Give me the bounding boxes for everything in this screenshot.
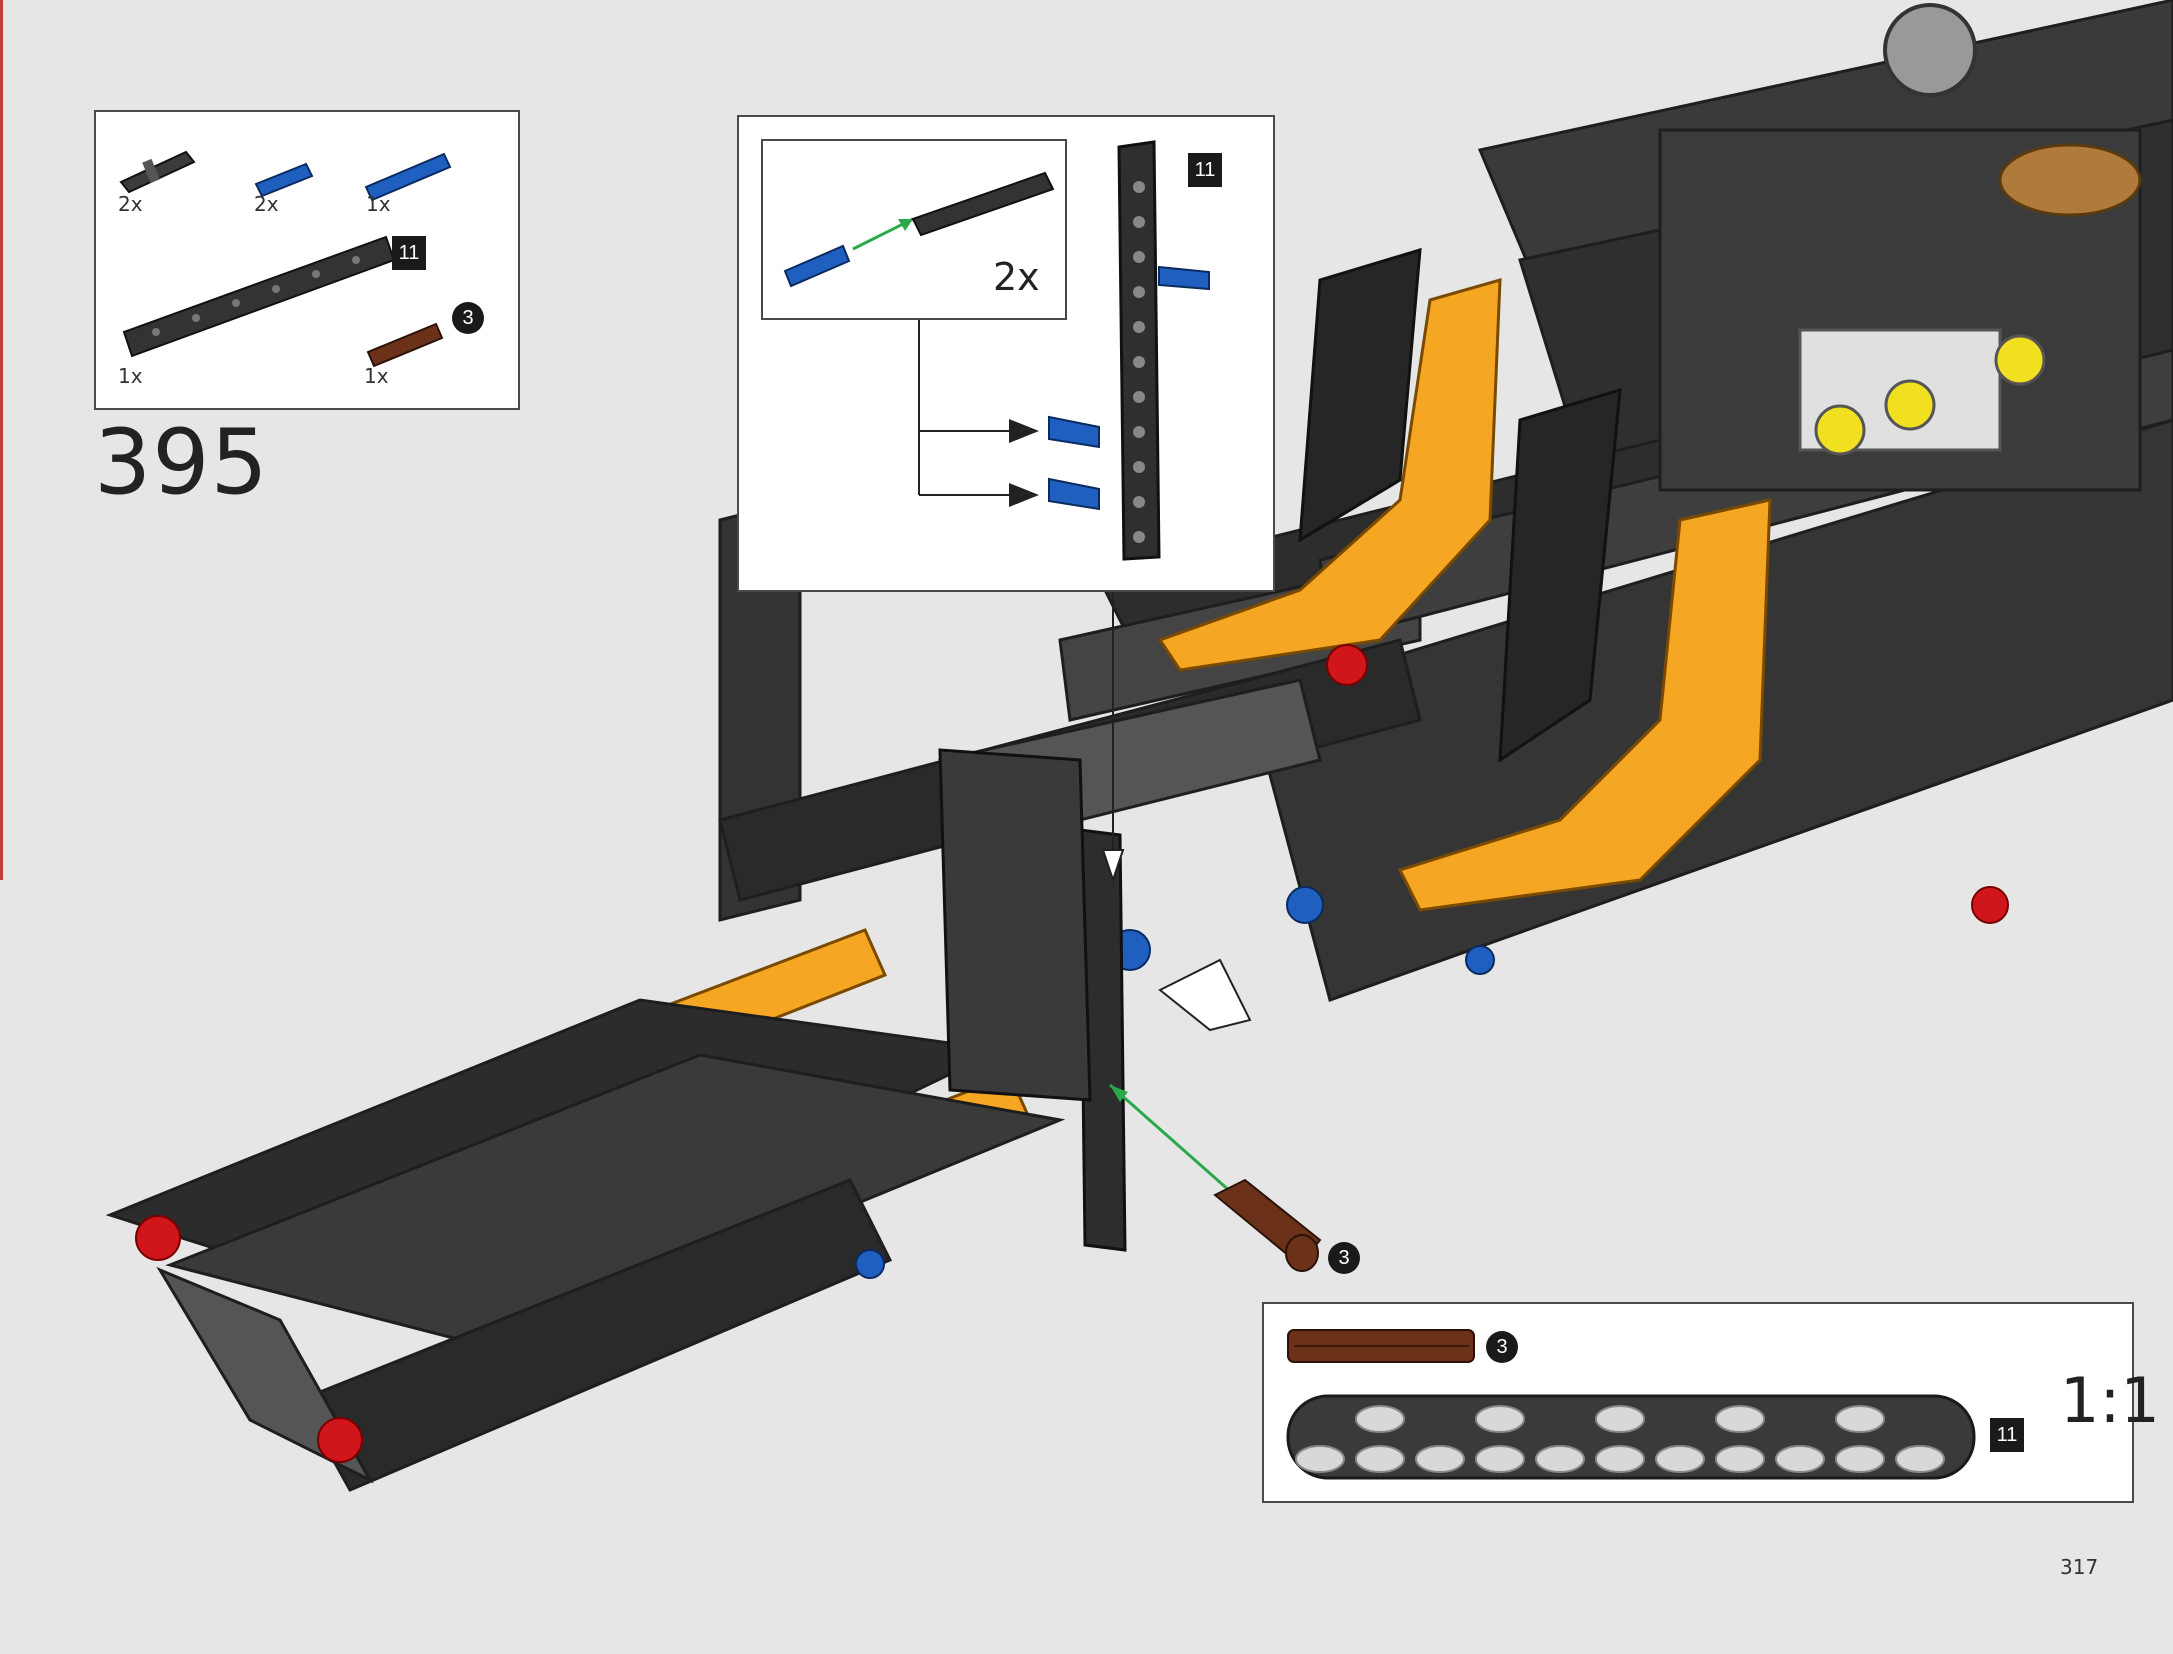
pin-assembly-graphics — [783, 171, 1055, 288]
qty-blue-long-pin: 1x — [366, 192, 391, 216]
liftarm-11-icon — [122, 235, 396, 358]
axle-3-scale-icon — [1287, 1329, 1475, 1363]
axle-length-badge: 3 — [452, 302, 484, 334]
qty-friction-pin: 2x — [118, 192, 143, 216]
arrow-right-icon — [1009, 419, 1039, 443]
liftarm-11-scale-icon — [1286, 1394, 1976, 1480]
page-number: 317 — [2060, 1555, 2099, 1579]
seats — [1157, 247, 1772, 912]
qty-axle: 1x — [364, 364, 389, 388]
brown-axle — [1213, 1178, 1322, 1272]
insert-arrows — [1101, 590, 1252, 1202]
scale-liftarm-badge: 11 — [1990, 1418, 2024, 1452]
engine-block — [1658, 3, 2142, 492]
axle-3-brown-icon — [366, 322, 444, 368]
step-number: 395 — [94, 410, 269, 515]
subassembly-count: 2x — [993, 255, 1040, 299]
axle-pin-blue-short-icon — [254, 162, 314, 198]
liftarm-length-badge: 11 — [392, 236, 426, 270]
parts-list-graphics — [119, 150, 452, 368]
friction-axle-pin-icon — [119, 150, 196, 194]
vertical-liftarm — [938, 748, 1127, 1252]
qty-blue-short-pin: 2x — [254, 192, 279, 216]
subassembly-inner-box: 2x — [761, 139, 1067, 320]
red-pins — [135, 644, 2009, 1463]
scale-graphics — [1286, 1329, 1976, 1480]
rear-extension — [105, 998, 1066, 1492]
qty-liftarm: 1x — [118, 364, 143, 388]
axle-pin-blue-long-icon — [364, 152, 452, 202]
blue-pin-top — [1158, 265, 1210, 291]
parts-list-box: 2x 2x 1x 11 1x 3 1x — [94, 110, 520, 410]
subassembly-liftarm-badge: 11 — [1188, 153, 1222, 187]
scale-reference-box: 3 11 1:1 — [1262, 1302, 2160, 1503]
page-edge-marker — [0, 0, 3, 880]
arrow-right-icon — [1009, 483, 1039, 507]
scale-axle-badge: 3 — [1486, 1331, 1518, 1363]
subassembly-graphics — [918, 140, 1210, 561]
vertical-liftarm-11 — [1117, 140, 1161, 561]
scale-ratio: 1:1 — [2060, 1364, 2160, 1437]
axle-callout-badge: 3 — [1328, 1242, 1360, 1274]
subassembly-callout: 2x 11 — [737, 115, 1275, 592]
blue-pin-lower — [1048, 415, 1100, 511]
